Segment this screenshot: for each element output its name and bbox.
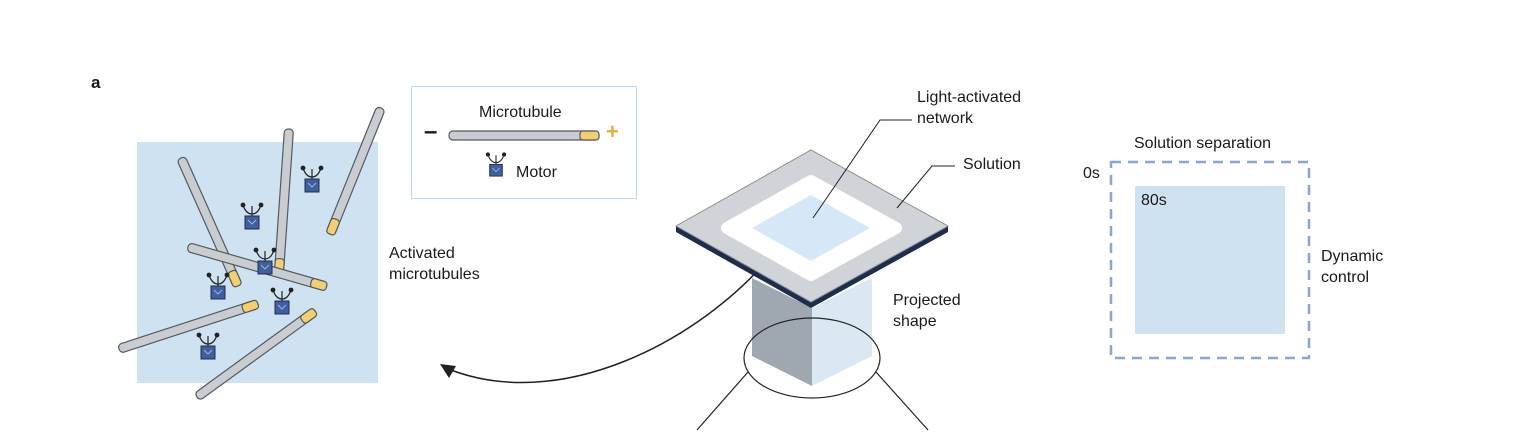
plus-end-sign: + bbox=[606, 119, 619, 144]
legend-motor-label: Motor bbox=[516, 164, 557, 181]
solution-leader bbox=[896, 165, 955, 209]
time-label-0s: 0s bbox=[1083, 165, 1100, 182]
activated-label-line1: Activated bbox=[389, 245, 455, 262]
microtubule-network bbox=[118, 106, 385, 400]
curved-arrow bbox=[445, 256, 771, 384]
solution-region-80s bbox=[1135, 186, 1285, 334]
network-leader bbox=[812, 119, 912, 219]
network-label-line1: Light-activated bbox=[917, 89, 1022, 106]
legend-microtubule-label: Microtubule bbox=[479, 104, 562, 121]
network-label-line2: network bbox=[917, 110, 974, 127]
sample-plate bbox=[674, 149, 950, 308]
minus-end-sign: – bbox=[424, 118, 438, 145]
time-label-80s: 80s bbox=[1141, 192, 1167, 209]
solution-label: Solution bbox=[963, 156, 1021, 173]
dynamic-control-line1: Dynamic bbox=[1321, 248, 1384, 265]
projected-light-column bbox=[696, 278, 929, 431]
legend-microtubule bbox=[448, 130, 600, 141]
activated-label-line2: microtubules bbox=[389, 266, 480, 283]
arrow-head bbox=[440, 364, 456, 378]
dynamic-control-line2: control bbox=[1321, 269, 1370, 286]
solution-separation-title: Solution separation bbox=[1134, 135, 1271, 152]
panel-label: a bbox=[91, 73, 101, 92]
solution-boundary-0s bbox=[1109, 160, 1311, 360]
legend-box bbox=[411, 86, 637, 199]
projected-label-line2: shape bbox=[893, 313, 937, 330]
projected-label-line1: Projected bbox=[893, 292, 961, 309]
